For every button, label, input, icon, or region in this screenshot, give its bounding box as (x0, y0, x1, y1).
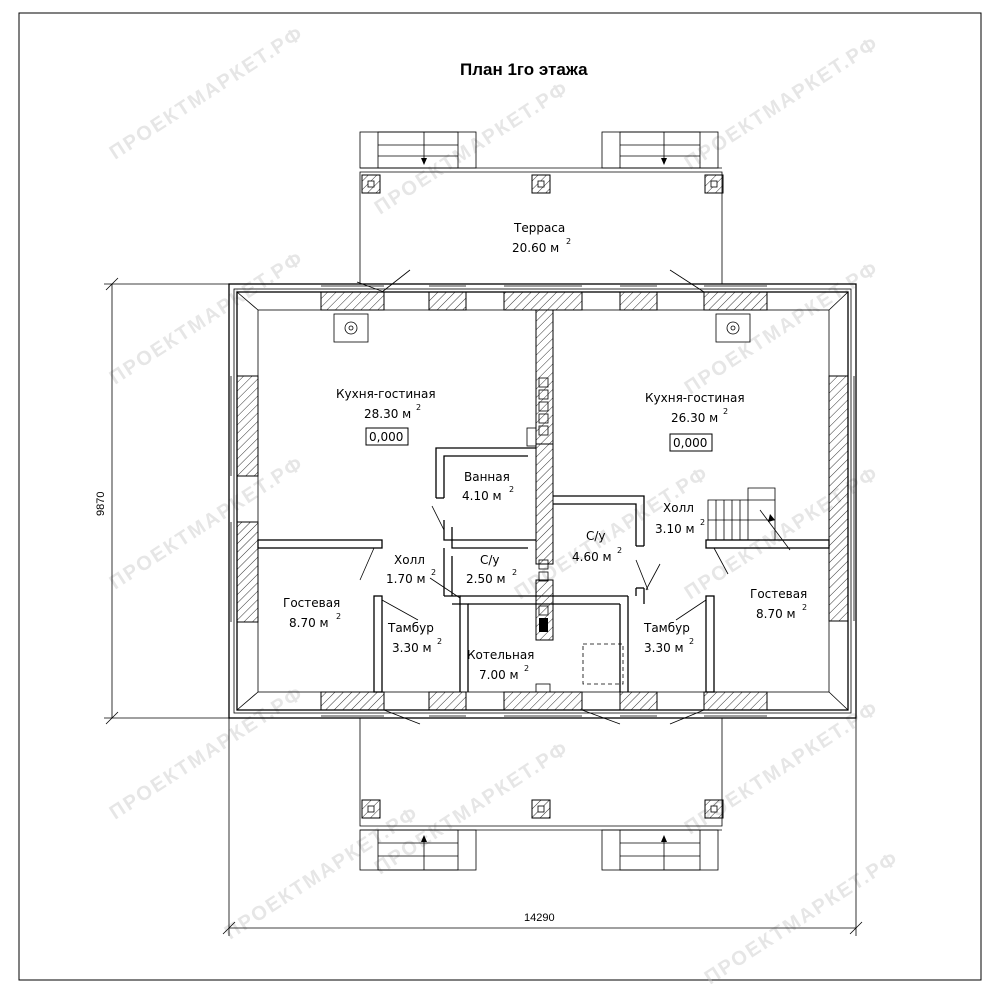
room-area-sup: 2 (723, 407, 728, 416)
room-area-sup: 2 (509, 485, 514, 494)
room-name: Кухня-гостиная (336, 387, 436, 401)
room-area: 28.30 м (364, 407, 411, 421)
vertical-dimension: 9870 (95, 277, 229, 725)
dimension-width: 14290 (524, 912, 555, 924)
sheet-frame (18, 12, 982, 981)
watermark: ПРОЕКТМАРКЕТ.РФ (681, 257, 883, 399)
dimension-height: 9870 (95, 492, 107, 516)
bottom-terrace (359, 718, 724, 871)
room-area: 20.60 м (512, 241, 559, 255)
room-name: Тамбур (387, 621, 434, 635)
watermark: ПРОЕКТМАРКЕТ.РФ (106, 22, 308, 164)
room-labels: Терраса 20.60 м 2 Кухня-гостиная 28.30 м… (283, 221, 807, 682)
watermark-group: ПРОЕКТМАРКЕТ.РФ ПРОЕКТМАРКЕТ.РФ ПРОЕКТМА… (106, 22, 903, 989)
room-area: 8.70 м (756, 607, 796, 621)
doors (356, 269, 729, 725)
room-name: С/у (480, 553, 500, 567)
room-area: 4.10 м (462, 489, 502, 503)
room-area-sup: 2 (437, 637, 442, 646)
room-area-sup: 2 (566, 237, 571, 246)
top-wall-windows (320, 285, 768, 311)
room-area-sup: 2 (617, 546, 622, 555)
watermark: ПРОЕКТМАРКЕТ.РФ (106, 247, 308, 389)
fixtures (333, 313, 751, 343)
bottom-wall-windows (320, 691, 768, 717)
room-area-sup: 2 (512, 568, 517, 577)
room-name: Тамбур (643, 621, 690, 635)
watermark: ПРОЕКТМАРКЕТ.РФ (681, 462, 883, 604)
room-name: Гостевая (750, 587, 807, 601)
room-area-sup: 2 (689, 637, 694, 646)
room-area-sup: 2 (802, 603, 807, 612)
watermark: ПРОЕКТМАРКЕТ.РФ (701, 847, 903, 989)
level-marker: 0,000 (369, 430, 403, 444)
room-name: Холл (663, 501, 694, 515)
room-name: Кухня-гостиная (645, 391, 745, 405)
room-area: 4.60 м (572, 550, 612, 564)
watermark: ПРОЕКТМАРКЕТ.РФ (681, 32, 883, 174)
room-area: 1.70 м (386, 572, 426, 586)
watermark: ПРОЕКТМАРКЕТ.РФ (221, 802, 423, 944)
room-name: Котельная (467, 648, 534, 662)
interior-walls (257, 309, 830, 693)
room-area-sup: 2 (336, 612, 341, 621)
horizontal-dimension: 14290 (222, 718, 863, 936)
page-title: План 1го этажа (460, 60, 588, 79)
room-area: 3.10 м (655, 522, 695, 536)
room-area-sup: 2 (700, 518, 705, 527)
room-area-sup: 2 (524, 664, 529, 673)
side-wall-windows (230, 375, 855, 623)
watermark: ПРОЕКТМАРКЕТ.РФ (106, 452, 308, 594)
watermark: ПРОЕКТМАРКЕТ.РФ (371, 77, 573, 219)
room-name: Гостевая (283, 596, 340, 610)
room-name: С/у (586, 529, 606, 543)
room-area: 7.00 м (479, 668, 519, 682)
room-name: Терраса (513, 221, 565, 235)
room-area: 26.30 м (671, 411, 718, 425)
room-name: Холл (394, 553, 425, 567)
top-terrace (359, 131, 724, 284)
room-area-sup: 2 (416, 403, 421, 412)
room-area: 3.30 м (644, 641, 684, 655)
room-area: 2.50 м (466, 572, 506, 586)
level-marker: 0,000 (673, 436, 707, 450)
level-markers: 0,000 0,000 (365, 427, 713, 452)
room-area: 8.70 м (289, 616, 329, 630)
room-name: Ванная (464, 470, 510, 484)
room-area-sup: 2 (431, 568, 436, 577)
watermark: ПРОЕКТМАРКЕТ.РФ (106, 682, 308, 824)
room-area: 3.30 м (392, 641, 432, 655)
